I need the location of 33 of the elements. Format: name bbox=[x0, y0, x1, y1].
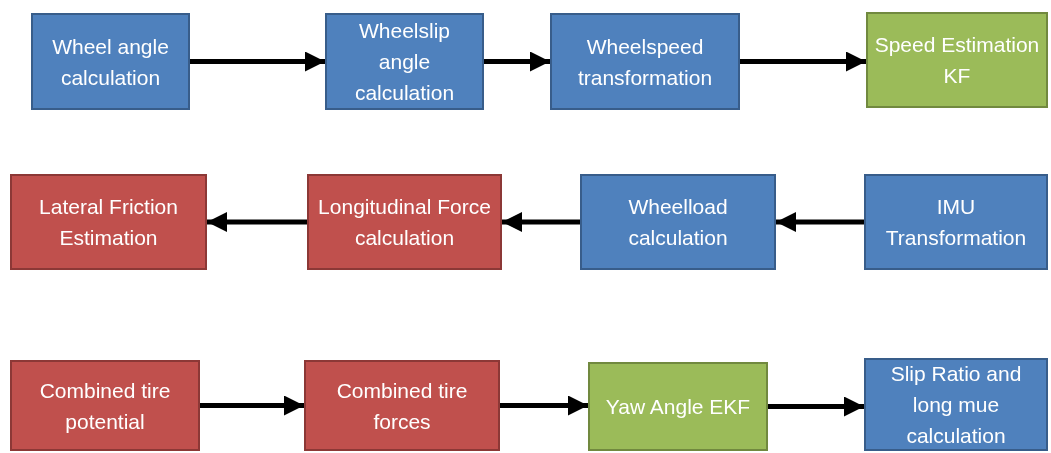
box-label: Wheel angle calculation bbox=[51, 33, 170, 91]
process-box bbox=[864, 358, 1048, 451]
process-box bbox=[10, 360, 200, 451]
process-box bbox=[31, 13, 190, 110]
box-label: Wheelslip angle calculation bbox=[353, 18, 456, 106]
process-box bbox=[10, 174, 207, 270]
box-label: Combined tire forces bbox=[335, 377, 469, 435]
process-box bbox=[864, 174, 1048, 270]
box-label: Slip Ratio and long mue calculation bbox=[889, 361, 1023, 449]
process-box bbox=[307, 174, 502, 270]
arrow bbox=[500, 395, 588, 416]
box-label: Combined tire potential bbox=[38, 377, 172, 435]
arrow bbox=[776, 212, 864, 232]
process-box bbox=[580, 174, 776, 270]
box-label: Wheelload calculation bbox=[627, 194, 729, 251]
arrow bbox=[190, 51, 325, 72]
box-label: Wheelspeed transformation bbox=[576, 33, 714, 91]
arrow bbox=[200, 395, 304, 416]
process-box bbox=[588, 362, 768, 451]
process-box bbox=[550, 13, 740, 110]
arrow bbox=[502, 212, 580, 232]
arrow bbox=[768, 396, 864, 417]
box-label: Yaw Angle EKF bbox=[605, 394, 751, 420]
box-label: Speed Estimation KF bbox=[873, 32, 1041, 89]
arrow bbox=[740, 51, 866, 72]
arrow bbox=[207, 212, 307, 232]
box-label: Lateral Friction Estimation bbox=[38, 194, 179, 251]
box-label: Longitudinal Force calculation bbox=[317, 194, 492, 251]
process-box bbox=[866, 12, 1048, 108]
box-label: IMU Transformation bbox=[884, 194, 1028, 251]
process-box bbox=[325, 13, 484, 110]
arrow bbox=[484, 51, 550, 72]
process-box bbox=[304, 360, 500, 451]
